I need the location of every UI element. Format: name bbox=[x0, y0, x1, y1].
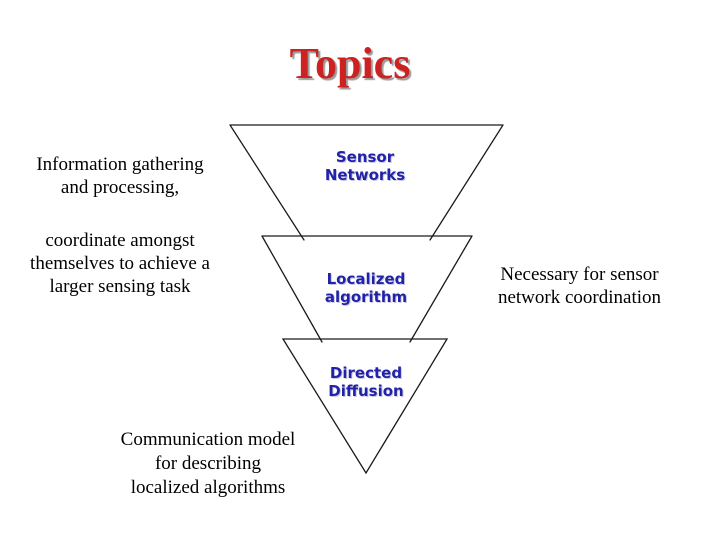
slide-title: Topics bbox=[289, 39, 411, 88]
note-communication-model: Communication model for describing local… bbox=[120, 429, 296, 498]
note-necessary-for-coordination: Necessary for sensor network coordinatio… bbox=[497, 264, 662, 308]
note-information-gathering: Information gathering and processing, co… bbox=[15, 130, 225, 321]
funnel-level-3-outline bbox=[281, 338, 449, 475]
funnel-label-localized-algorithm: Localized algorithm bbox=[324, 270, 408, 306]
note-left-paragraph-2: coordinate amongst themselves to achieve… bbox=[30, 230, 210, 297]
funnel-level-1-outline bbox=[229, 124, 504, 241]
note-left-paragraph-1: Information gathering and processing, bbox=[36, 154, 204, 198]
funnel-label-directed-diffusion: Directed Diffusion bbox=[328, 364, 404, 400]
funnel-label-sensor-networks: Sensor Networks bbox=[324, 148, 406, 184]
funnel-level-2-outline bbox=[261, 235, 473, 343]
